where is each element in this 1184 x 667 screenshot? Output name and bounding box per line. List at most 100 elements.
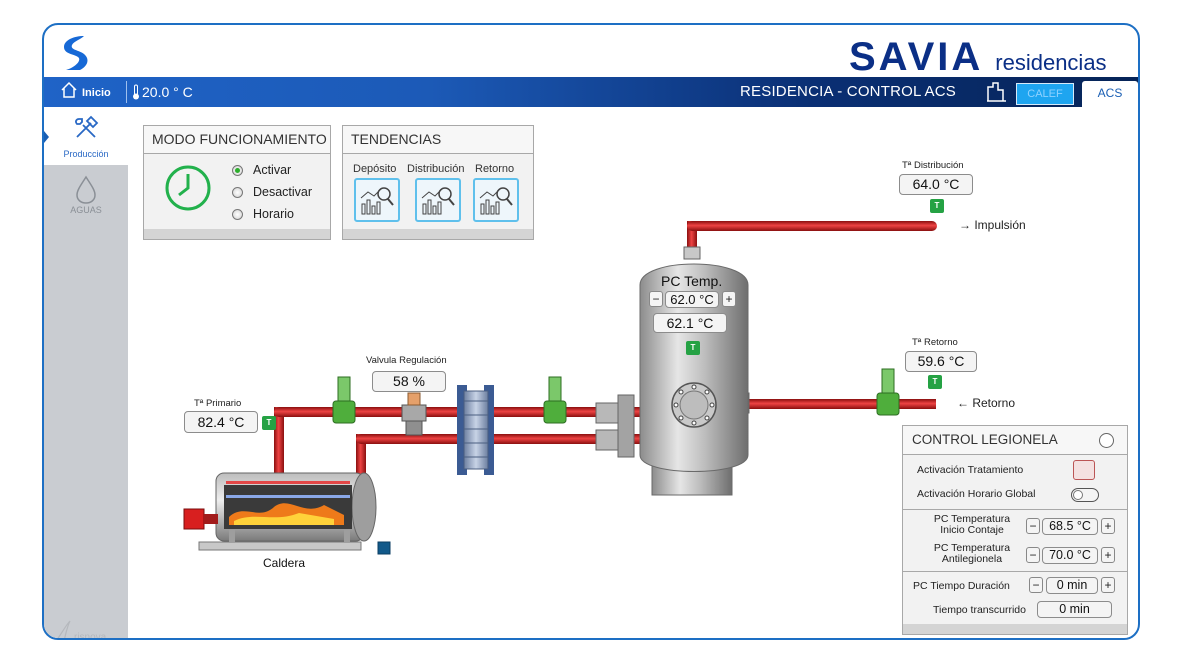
pipe-dist-vertical [687,221,697,257]
valve-return [876,368,900,416]
radio-label: Activar [253,163,292,177]
sidebar-item-label: Producción [63,149,109,159]
pc-inicio-plus-button[interactable]: + [1101,518,1115,534]
panel-title: TENDENCIAS [343,126,533,154]
radio-label: Horario [253,207,294,221]
legionela-status-indicator [1099,433,1114,448]
sidebar-item-produccion[interactable]: Producción [44,107,128,165]
pc-inicio-value[interactable]: 68.5 °C [1042,518,1098,535]
pipe-from-tank [534,434,644,444]
footer-logo: risnova [54,619,106,638]
top-navbar: Inicio 20.0 ° C RESIDENCIA - CONTROL ACS… [44,77,1138,107]
brand-sub: residencias [995,50,1107,75]
trend-chart-icon [360,187,394,215]
boiler [183,472,377,551]
impulsion-label: → Impulsión [959,218,1026,232]
trend-label-deposito: Depósito [353,163,397,175]
valve-primary [332,376,356,424]
pc-tiempo-minus-button[interactable]: − [1029,577,1043,593]
water-drop-icon [76,175,96,204]
radio-activar[interactable]: Activar [232,159,312,181]
trend-button-deposito[interactable] [354,178,400,222]
radio-horario[interactable]: Horario [232,203,312,225]
distribucion-label: Tª Distribución [902,160,964,171]
pc-tiempo-label: PC Tiempo Duración [913,580,1010,592]
sidebar-item-aguas[interactable]: AGUAS [44,171,128,221]
tab-acs[interactable]: ACS [1082,81,1138,107]
panel-footer [144,229,330,239]
pc-anti-minus-button[interactable]: − [1026,547,1040,563]
trend-button-retorno[interactable] [473,178,519,222]
panel-footer [903,624,1127,634]
tank-sensor-badge[interactable]: T [686,341,700,355]
pc-tiempo-plus-button[interactable]: + [1101,577,1115,593]
pc-anti-label-line1: PC Temperatura [933,542,1011,554]
regulating-valve [401,392,427,436]
pc-inicio-label: PC Temperatura Inicio Contaje [917,514,1027,536]
activacion-horario-toggle[interactable] [1071,488,1099,502]
radio-label: Desactivar [253,185,313,199]
tank-side-flange [617,394,635,458]
irisnova-logo-icon [57,620,71,638]
tab-calef[interactable]: CALEF [1016,83,1074,105]
retorno-sensor-badge[interactable]: T [928,375,942,389]
valvula-label: Valvula Regulación [366,355,447,366]
building-icon[interactable] [986,82,1008,102]
tank-setpoint-plus-button[interactable]: + [722,291,736,307]
sidebar-item-label: AGUAS [70,205,102,215]
tank-flange-top [595,402,619,424]
pipe-to-tank [534,407,644,417]
home-label: Inicio [82,87,111,99]
primario-sensor-badge[interactable]: T [262,416,276,430]
home-link[interactable]: Inicio [60,81,111,99]
retorno-flow-label: ← Retorno [957,396,1016,410]
mode-radio-group: Activar Desactivar Horario [232,159,312,225]
pc-anti-value[interactable]: 70.0 °C [1042,547,1098,564]
pipe-primary-top [274,407,614,417]
app-logo-icon [64,36,88,70]
tiempo-transcurrido-value: 0 min [1037,601,1112,618]
pc-inicio-minus-button[interactable]: − [1026,518,1040,534]
toggle-knob [1073,490,1083,500]
tank-setpoint-value[interactable]: 62.0 °C [665,291,719,308]
thermometer-icon [133,84,139,100]
tendencias-panel: TENDENCIAS Depósito Distribución Retorno [342,125,534,240]
trend-button-distribucion[interactable] [415,178,461,222]
tiempo-transcurrido-label: Tiempo transcurrido [933,604,1026,616]
section-divider [903,509,1127,510]
pipe-return-bottom [356,434,614,444]
activacion-tratamiento-label: Activación Tratamiento [917,464,1024,476]
tank-return-flange [738,392,750,414]
radio-dot [232,164,243,176]
activacion-horario-label: Activación Horario Global [917,488,1036,500]
home-icon [61,81,77,98]
brand-logo: SAVIA residencias [849,35,1107,79]
heat-exchanger [457,385,494,475]
panel-footer [343,229,533,239]
valve-secondary [543,376,567,424]
radio-dot [232,186,243,198]
app-frame: SAVIA residencias Inicio 20.0 ° C RESIDE… [42,23,1140,640]
tank-setpoint-minus-button[interactable]: − [649,291,663,307]
pipe-return-vertical [356,434,366,477]
trend-label-retorno: Retorno [475,163,515,175]
active-marker [44,131,49,143]
panel-title: MODO FUNCIONAMIENTO [144,126,330,154]
tank-label: PC Temp. [661,273,723,289]
pc-anti-plus-button[interactable]: + [1101,547,1115,563]
retorno-label: Tª Retorno [912,337,958,348]
panel-title: CONTROL LEGIONELA [903,426,1127,455]
primario-value: 82.4 °C [184,411,258,433]
distribucion-sensor-badge[interactable]: T [930,199,944,213]
radio-dot [232,208,243,220]
tools-icon [75,115,99,138]
valvula-value: 58 % [372,371,446,392]
radio-desactivar[interactable]: Desactivar [232,181,312,203]
pc-anti-label: PC Temperatura Antilegionela [917,543,1027,565]
tank-actual-value: 62.1 °C [653,313,727,333]
nav-divider [126,81,127,103]
trend-chart-icon [421,187,455,215]
clock-icon [165,165,211,211]
pc-tiempo-value[interactable]: 0 min [1046,577,1098,594]
activacion-tratamiento-checkbox[interactable] [1073,460,1095,480]
